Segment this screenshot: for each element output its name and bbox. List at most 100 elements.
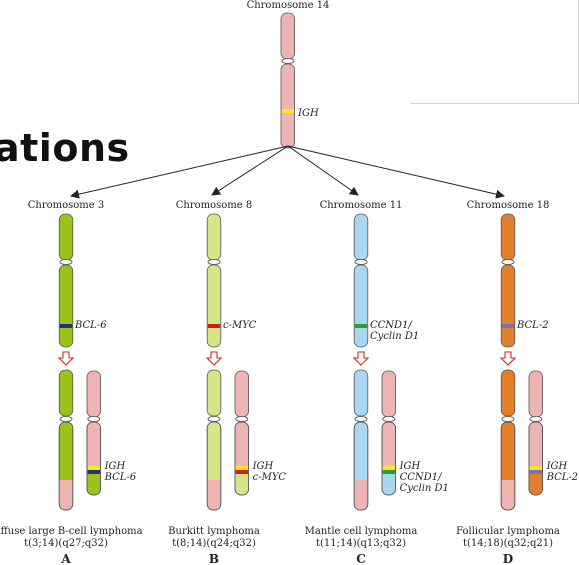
panel-d-derivative-igh-segment-top: [501, 480, 515, 486]
panel-b-letter: B: [209, 552, 219, 565]
arrow-to-panel-c: [287, 145, 359, 196]
panel-d-der14-centromere: [529, 415, 543, 423]
panel-c-gene-label: Cyclin D1: [370, 331, 419, 342]
panel-d-der14-igh-band: [529, 466, 542, 470]
panel-c-der14-short-arm: [381, 370, 397, 418]
panel-c-letter: C: [356, 552, 366, 565]
panel-c-derivative-outline: [353, 421, 369, 511]
panel-d-fusion-label: IGH: [546, 461, 568, 472]
chromosome-14-igh-band: [281, 109, 294, 113]
panel-a-short-arm: [58, 213, 74, 261]
panel-b-centromere: [207, 258, 221, 266]
panel-d-derivative-short-arm: [500, 369, 516, 417]
panel-b-derivative-outline: [206, 421, 222, 511]
panel-a-centromere: [59, 258, 73, 266]
panel-c-der14-gene-band: [382, 470, 395, 474]
chromosome-14-short-arm: [280, 12, 296, 60]
hollow-down-arrow-icon: [352, 351, 370, 366]
panel-c-der14-igh-band: [382, 466, 395, 470]
panel-a-derivative-igh-segment: [59, 480, 73, 510]
panel-c-derivative-centromere: [354, 415, 368, 423]
panel-c-disease-caption: Mantle cell lymphoma: [305, 526, 418, 537]
panel-d-derivative-centromere: [501, 415, 515, 423]
panel-a-letter: A: [60, 552, 71, 565]
panel-d-chromosome-label: Chromosome 18: [467, 200, 550, 211]
panel-d-short-arm: [500, 213, 516, 261]
panel-b-fusion-label: c-MYC: [253, 472, 287, 483]
panel-b-gene-band: [207, 324, 221, 328]
panel-d-der14-outline: [528, 421, 544, 496]
panel-c-centromere: [354, 258, 368, 266]
panel-a-fusion-label: BCL-6: [104, 472, 137, 483]
panel-c-fusion-label: CCND1/: [400, 472, 443, 483]
background-slide-title-fragment: ations: [0, 126, 130, 170]
panel-c-long-arm: [353, 264, 369, 348]
panel-c-gene-label: CCND1/: [370, 320, 413, 331]
hollow-down-arrow-icon: [205, 351, 223, 366]
panel-a-der14-translocated-segment: [87, 470, 101, 495]
panel-b-translocation-caption: t(8;14)(q24;q32): [172, 538, 256, 549]
panel-a-der14-centromere: [87, 415, 101, 423]
panel-d-derivative-outline: [500, 421, 516, 511]
arrow-to-panel-b: [211, 145, 289, 196]
panel-a-der14-gene-band: [87, 470, 100, 474]
panel-d-derivative-igh-segment: [501, 480, 515, 510]
panel-b-short-arm: [206, 213, 222, 261]
panel-c-fusion-label: Cyclin D1: [400, 483, 449, 494]
arrow-to-panel-d: [287, 145, 505, 199]
panel-a-der14-igh-band: [87, 466, 100, 470]
panel-a-chromosome-label: Chromosome 3: [28, 200, 105, 211]
hollow-down-arrow-icon: [57, 351, 75, 366]
background-slide-frame: [410, 103, 579, 104]
panel-d-gene-label: BCL-2: [516, 320, 549, 331]
panel-b-der14-short-arm: [234, 370, 250, 418]
panel-b-der14-centromere: [235, 415, 249, 423]
panel-a-derivative-centromere: [59, 415, 73, 423]
panel-d-der14-translocated-segment: [529, 470, 543, 495]
panel-a-long-arm: [58, 264, 74, 348]
panel-b-chromosome-label: Chromosome 8: [176, 200, 253, 211]
panel-b-disease-caption: Burkitt lymphoma: [168, 526, 260, 537]
panel-b-der14-igh-band: [235, 466, 248, 470]
panel-b-der14-translocated-segment: [235, 470, 249, 495]
panel-a-derivative-short-arm: [58, 369, 74, 417]
panel-d-disease-caption: Follicular lymphoma: [456, 526, 560, 537]
panel-d-centromere: [501, 258, 515, 266]
panel-b-derivative-igh-segment: [207, 480, 221, 510]
panel-b-long-arm: [206, 264, 222, 348]
panel-a-gene-band: [59, 324, 73, 328]
panel-b-derivative-centromere: [207, 415, 221, 423]
panel-b-derivative-short-arm: [206, 369, 222, 417]
panel-b-der14-gene-band: [235, 470, 248, 474]
chromosome-14-long-arm: [280, 63, 296, 149]
panel-a-fusion-label: IGH: [104, 461, 126, 472]
panel-c-gene-band: [354, 324, 368, 328]
panel-a-der14-outline: [86, 421, 102, 496]
panel-d-der14-gene-band: [529, 470, 542, 474]
panel-a-translocation-caption: t(3;14)(q27;q32): [24, 538, 108, 549]
panel-d-der14-short-arm: [528, 370, 544, 418]
panel-b-fusion-label: IGH: [252, 461, 274, 472]
panel-a-gene-label: BCL-6: [74, 320, 107, 331]
panel-b-gene-label: c-MYC: [223, 320, 257, 331]
panel-a-der14-short-arm: [86, 370, 102, 418]
panel-d-fusion-label: BCL-2: [546, 472, 579, 483]
panel-d-translocation-caption: t(14;18)(q32;q21): [463, 538, 553, 549]
panel-c-chromosome-label: Chromosome 11: [320, 200, 403, 211]
panel-c-derivative-short-arm: [353, 369, 369, 417]
panel-d-letter: D: [503, 552, 513, 565]
panel-d-long-arm: [500, 264, 516, 348]
panel-c-short-arm: [353, 213, 369, 261]
panel-c-der14-translocated-segment: [382, 470, 396, 495]
panel-c-derivative-igh-segment: [354, 480, 368, 510]
panel-b-derivative-igh-segment-top: [207, 480, 221, 486]
chromosome-14-centromere: [281, 57, 295, 65]
arrow-to-panel-a: [70, 145, 289, 199]
panel-c-der14-centromere: [382, 415, 396, 423]
chromosome-14-label: Chromosome 14: [247, 0, 330, 11]
panel-c-derivative-igh-segment-top: [354, 480, 368, 486]
panel-d-gene-band: [501, 324, 515, 328]
panel-a-derivative-outline: [58, 421, 74, 511]
